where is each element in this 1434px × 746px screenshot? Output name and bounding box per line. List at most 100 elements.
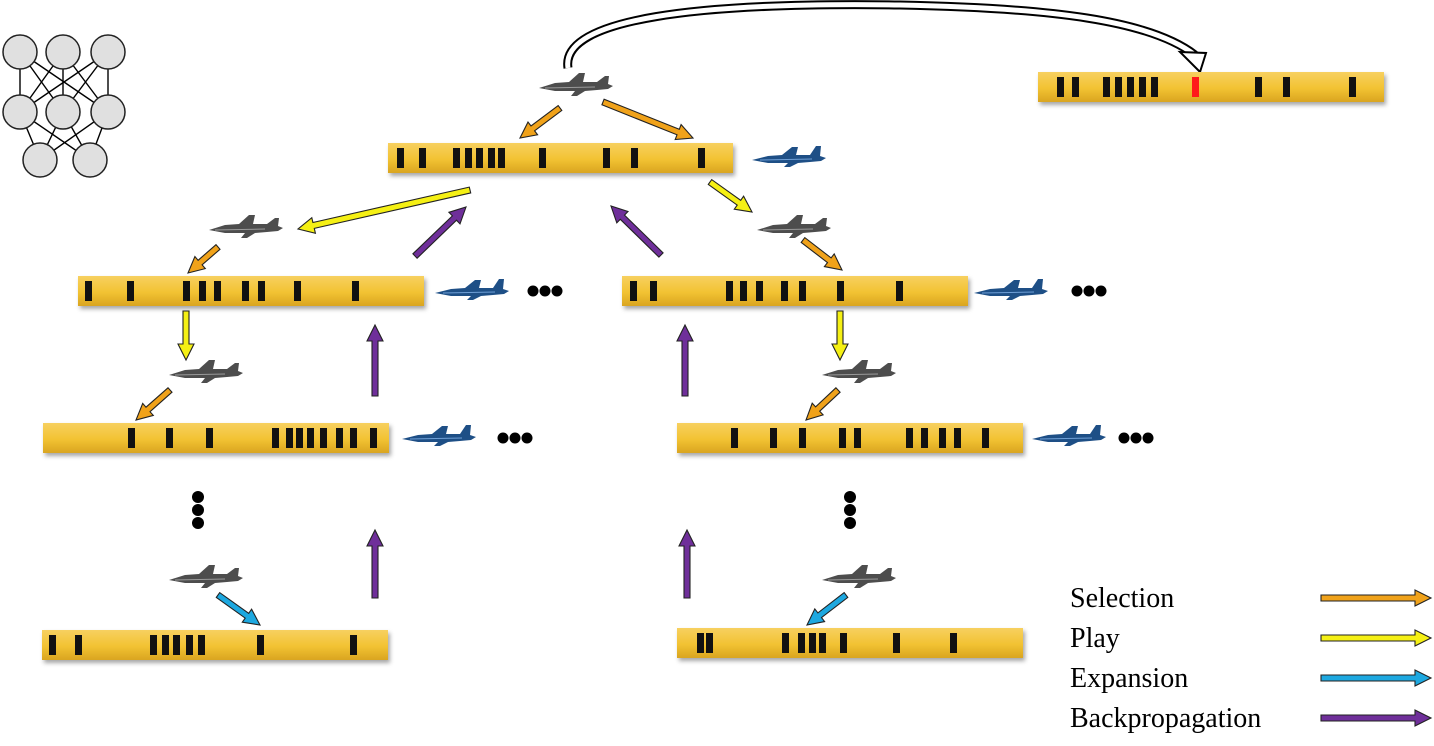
sequence-mark xyxy=(854,428,861,448)
sequence-mark xyxy=(906,428,913,448)
sequence-mark xyxy=(173,635,180,655)
sequence-mark xyxy=(214,281,221,301)
fighter-jet-gray-icon xyxy=(208,214,284,239)
ellipsis-icon xyxy=(551,285,563,297)
sequence-mark xyxy=(465,148,472,168)
backpropagation-arrow xyxy=(678,528,696,599)
sequence-bar-body xyxy=(677,423,1023,453)
legend-arrow-selection xyxy=(1320,589,1433,607)
fighter-jet-gray-icon xyxy=(538,72,614,97)
sequence-mark xyxy=(1139,77,1146,97)
sequence-mark xyxy=(352,281,359,301)
fighter-jet-blue-icon xyxy=(1031,424,1107,447)
sequence-mark xyxy=(162,635,169,655)
ellipsis-icon xyxy=(497,432,509,444)
sequence-bar-body xyxy=(1038,72,1384,102)
selection-arrow xyxy=(519,104,563,139)
sequence-mark xyxy=(257,635,264,655)
sequence-mark xyxy=(183,281,190,301)
sequence-mark xyxy=(756,281,763,301)
selection-arrow xyxy=(601,98,695,141)
sequence-bar-body xyxy=(42,630,388,660)
expansion-arrow xyxy=(215,591,262,626)
sequence-mark xyxy=(740,281,747,301)
sequence-mark xyxy=(1103,77,1110,97)
sequence-mark xyxy=(150,635,157,655)
fighter-jet-blue-icon xyxy=(973,278,1049,301)
play-arrow xyxy=(296,186,472,235)
sequence-mark xyxy=(476,148,483,168)
network-node xyxy=(22,142,58,178)
ellipsis-icon xyxy=(509,432,521,444)
selection-arrow xyxy=(135,387,173,421)
sequence-mark xyxy=(128,428,135,448)
selection-arrow xyxy=(187,243,221,274)
ellipsis-icon xyxy=(1130,432,1142,444)
sequence-bar-body xyxy=(677,628,1023,658)
selection-arrow xyxy=(800,236,843,271)
backpropagation-arrow xyxy=(412,206,467,259)
sequence-mark xyxy=(286,428,293,448)
fighter-jet-blue-icon xyxy=(401,424,477,447)
legend-label-expansion: Expansion xyxy=(1070,663,1188,694)
sequence-mark xyxy=(839,428,846,448)
ellipsis-icon xyxy=(844,517,856,529)
play-arrow xyxy=(831,310,849,362)
sequence-mark xyxy=(488,148,495,168)
backpropagation-arrow xyxy=(366,323,384,397)
sequence-mark xyxy=(781,281,788,301)
sequence-mark xyxy=(453,148,460,168)
fighter-jet-gray-icon xyxy=(821,359,897,384)
ellipsis-markers xyxy=(192,285,1154,529)
sequence-mark xyxy=(186,635,193,655)
sequence-mark xyxy=(272,428,279,448)
ellipsis-icon xyxy=(192,504,204,516)
selection-arrow xyxy=(805,387,841,421)
sequence-mark xyxy=(731,428,738,448)
sequence-mark xyxy=(819,633,826,653)
sequence-bar-body xyxy=(388,143,733,173)
ellipsis-icon xyxy=(521,432,533,444)
ellipsis-icon xyxy=(1118,432,1130,444)
fighter-jet-gray-icon xyxy=(756,214,832,239)
curve-arrow-body xyxy=(565,2,1197,69)
sequence-mark xyxy=(954,428,961,448)
network-node xyxy=(2,34,38,70)
legend-label-backpropagation: Backpropagation xyxy=(1070,703,1261,734)
sequence-bar xyxy=(43,423,389,453)
ellipsis-icon xyxy=(1095,285,1107,297)
sequence-mark xyxy=(296,428,303,448)
sequence-mark xyxy=(320,428,327,448)
sequence-mark xyxy=(206,428,213,448)
sequence-mark xyxy=(950,633,957,653)
sequence-mark xyxy=(336,428,343,448)
sequence-mark xyxy=(1255,77,1262,97)
legend-arrow-backpropagation xyxy=(1320,709,1433,727)
fighter-jet-gray-icon xyxy=(168,564,244,589)
sequence-bars xyxy=(42,72,1384,660)
sequence-bar-body xyxy=(622,276,968,306)
sequence-mark-highlight xyxy=(1192,77,1199,97)
neural-network-icon xyxy=(2,34,126,178)
sequence-mark xyxy=(370,428,377,448)
sequence-mark xyxy=(837,281,844,301)
ellipsis-icon xyxy=(192,517,204,529)
sequence-mark xyxy=(798,633,805,653)
sequence-mark xyxy=(350,428,357,448)
sequence-mark xyxy=(49,635,56,655)
sequence-bar xyxy=(677,628,1023,658)
network-node xyxy=(2,94,38,130)
ellipsis-icon xyxy=(1083,285,1095,297)
sequence-mark xyxy=(726,281,733,301)
sequence-mark xyxy=(840,633,847,653)
sequence-mark xyxy=(782,633,789,653)
sequence-mark xyxy=(1151,77,1158,97)
sequence-mark xyxy=(1283,77,1290,97)
network-edge xyxy=(19,51,109,113)
fighter-jet-gray-icon xyxy=(168,359,244,384)
sequence-mark xyxy=(242,281,249,301)
sequence-bar xyxy=(78,276,424,306)
sequence-bar xyxy=(1038,72,1384,102)
